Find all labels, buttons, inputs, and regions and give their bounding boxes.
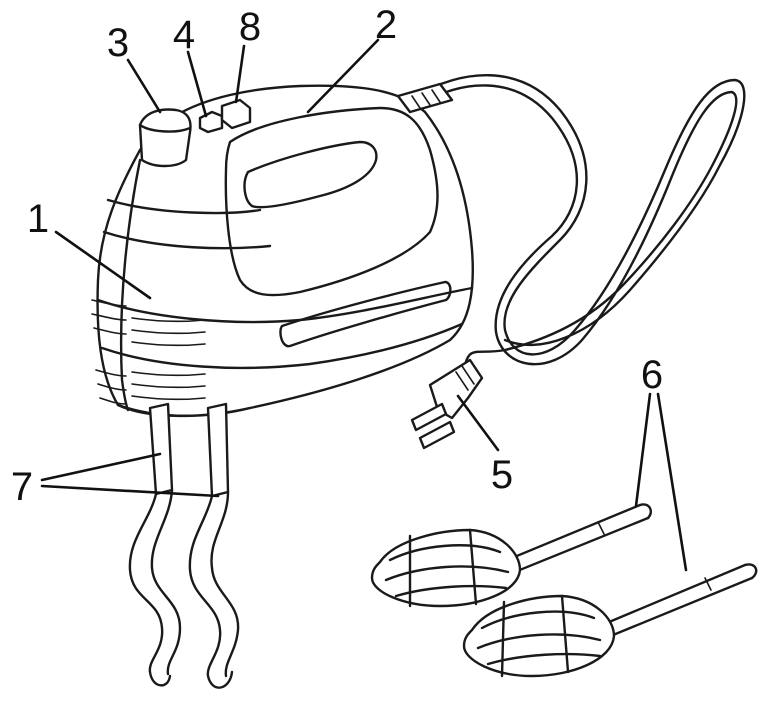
label-7: 7: [11, 465, 33, 509]
leader-1: [54, 230, 152, 300]
vent-slots: [91, 299, 206, 405]
part-labels: 1 2 3 4 8 5 6 7: [11, 3, 663, 509]
leader-5: [456, 394, 500, 452]
eject-button-top: [220, 98, 252, 130]
dough-hooks: [128, 402, 240, 689]
label-8: 8: [239, 5, 261, 49]
leader-4: [186, 50, 208, 118]
leader-lines: [40, 38, 688, 572]
leader-7b: [40, 484, 220, 498]
leader-7a: [40, 452, 162, 482]
leader-3: [126, 58, 162, 114]
label-1: 1: [27, 197, 49, 241]
leader-6a: [634, 392, 652, 508]
speed-knob: [138, 108, 192, 168]
label-4: 4: [173, 13, 195, 57]
leader-2: [306, 38, 380, 114]
label-6: 6: [641, 353, 663, 397]
label-2: 2: [375, 3, 397, 47]
mixer-body: [91, 82, 474, 418]
beaters: [370, 503, 758, 678]
leader-8: [234, 44, 246, 104]
label-5: 5: [491, 453, 513, 497]
power-plug: [410, 358, 484, 450]
leader-6b: [656, 392, 688, 572]
label-3: 3: [107, 21, 129, 65]
